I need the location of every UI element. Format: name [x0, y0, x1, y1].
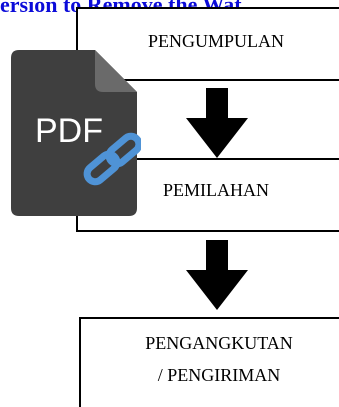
down-arrow-icon [186, 88, 248, 158]
step-label: PEMILAHAN [163, 180, 269, 200]
step-pengumpulan: PENGUMPULAN [76, 7, 339, 81]
pdf-badge-text: PDF [35, 112, 103, 150]
step-label: PENGUMPULAN [147, 31, 284, 51]
step-label-line1: PENGANGKUTAN [145, 333, 293, 353]
pdf-link-icon: PDF [11, 50, 141, 216]
step-pengangkutan: PENGANGKUTAN / PENGIRIMAN [79, 317, 339, 407]
step-label-line2: / PENGIRIMAN [157, 365, 281, 385]
chain-link-icon [83, 132, 141, 186]
down-arrow-icon [186, 240, 248, 310]
